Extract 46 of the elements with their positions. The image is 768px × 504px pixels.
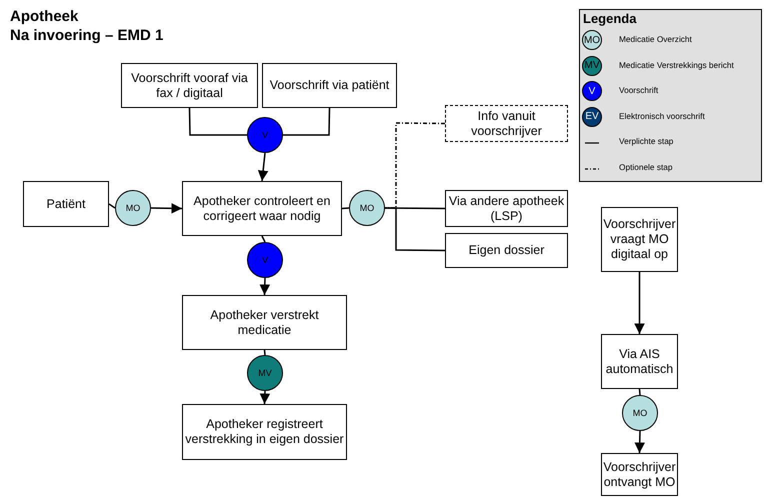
optional-step-box: Info vanuit voorschrijver [445,105,568,142]
subtitle: Na invoering – EMD 1 [10,27,164,44]
legend-swatch: V [582,81,602,101]
legend-text: Medicatie Verstrekkings bericht [619,60,734,70]
connector [260,278,270,296]
connector [150,203,182,214]
legend-heading: Legenda [583,11,636,26]
connector [264,350,266,356]
process-box: Eigen dossier [445,233,568,268]
dashed-connector [385,122,445,209]
message-circle: MV [247,355,283,391]
connector [342,207,350,210]
connector [634,430,645,454]
message-circle: MO [622,395,658,431]
connector [108,203,116,209]
message-circle: MO [349,190,385,226]
legend-text: Verplichte stap [619,136,674,146]
legend-text: Optionele stap [619,162,673,172]
process-box: Via andere apotheek (LSP) [445,190,568,227]
connector [260,390,270,404]
process-box: Voorschrift vooraf via fax / digitaal [121,63,258,108]
process-box: Via AIS automatisch [601,334,678,389]
connector [188,108,247,136]
message-circle: V [247,242,283,278]
connector [638,388,641,396]
connector [261,236,266,242]
connector [258,152,268,182]
connector [634,272,645,334]
process-box: Voorschrijver vraagt MO digitaal op [601,207,678,272]
process-box: Voorschrijver ontvangt MO [601,453,678,496]
legend-text: Voorschrift [619,85,658,95]
process-box: Voorschrift via patiënt [262,63,397,108]
connector [283,108,330,136]
legend-swatch: MO [582,30,602,50]
legend-text: Medicatie Overzicht [619,34,692,44]
process-box: Patiënt [23,181,109,227]
message-circle: MO [115,190,151,226]
process-box: Apotheker verstrekt medicatie [182,295,347,350]
legend-swatch: MV [582,56,602,76]
legend-swatch: EV [582,106,602,126]
legend-text: Elektronisch voorschrift [619,110,705,120]
connector [385,207,445,252]
title: Apotheek [10,8,78,25]
message-circle: V [247,117,283,153]
process-box: Apotheker registreert verstrekking in eigen dossier [182,404,347,460]
process-box: Apotheker controleert en corrigeert waar nodig [182,181,342,236]
